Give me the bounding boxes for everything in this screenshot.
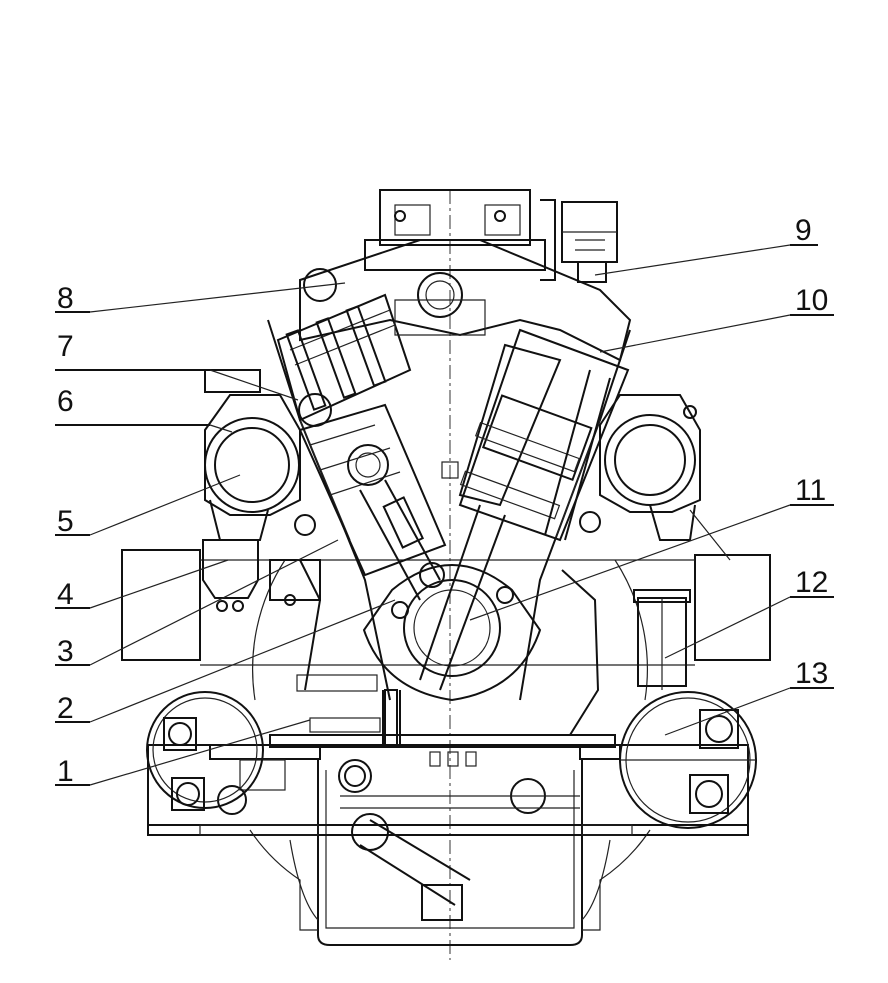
callout-2: 2 bbox=[57, 692, 74, 725]
callout-leaders bbox=[55, 244, 834, 786]
callout-10: 10 bbox=[795, 284, 828, 317]
right-exhaust-manifold bbox=[599, 394, 731, 561]
engine-body bbox=[121, 189, 771, 960]
callout-13: 13 bbox=[795, 657, 828, 690]
fuel-filter bbox=[202, 539, 259, 599]
callout-1: 1 bbox=[57, 755, 74, 788]
callout-4: 4 bbox=[57, 578, 74, 611]
cylinder-block bbox=[267, 319, 631, 701]
oil-sump bbox=[317, 760, 583, 946]
callout-5: 5 bbox=[57, 505, 74, 538]
left-exhaust-manifold bbox=[204, 369, 301, 541]
callout-labels: 1 2 3 4 5 6 7 8 9 10 11 12 13 bbox=[57, 214, 828, 788]
callout-9: 9 bbox=[795, 214, 812, 247]
right-cylinder bbox=[419, 328, 630, 691]
engine-base-frame bbox=[147, 744, 749, 836]
callout-3: 3 bbox=[57, 635, 74, 668]
left-cylinder-head bbox=[276, 293, 412, 427]
callout-6: 6 bbox=[57, 385, 74, 418]
callout-8: 8 bbox=[57, 282, 74, 315]
callout-12: 12 bbox=[795, 566, 828, 599]
valve-gear-housing bbox=[299, 189, 632, 362]
crankshaft bbox=[403, 579, 501, 677]
callout-7: 7 bbox=[57, 330, 74, 363]
callout-11: 11 bbox=[795, 474, 826, 507]
left-cylinder bbox=[298, 403, 447, 601]
oil-pump-gear bbox=[351, 813, 389, 851]
oil-pickup bbox=[421, 884, 463, 921]
